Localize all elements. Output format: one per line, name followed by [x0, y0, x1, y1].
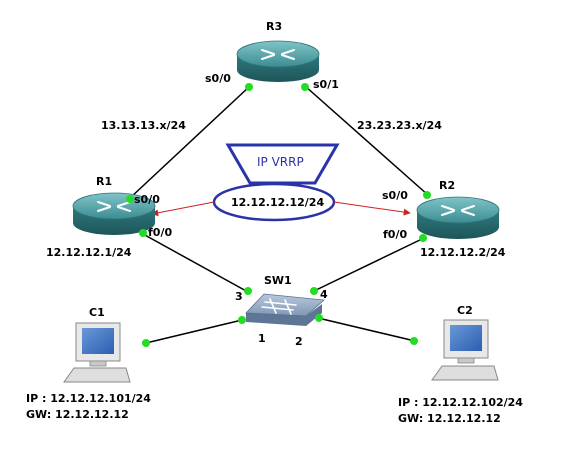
host-c2-name: C2 [457, 304, 473, 317]
port-dot-c1 [142, 339, 150, 347]
router-r2-port-fast: f0/0 [383, 228, 407, 241]
router-r1-ip: 12.12.12.1/24 [46, 246, 132, 259]
port-dot-c2 [410, 337, 418, 345]
host-c1-gw: GW: 12.12.12.12 [26, 408, 129, 421]
link-r1-sw1 [142, 233, 249, 293]
monitor-screen-icon [450, 325, 482, 351]
links [129, 85, 429, 344]
switch-port-4: 4 [320, 288, 328, 301]
port-dots [126, 83, 431, 347]
router-r1-name: R1 [96, 175, 112, 188]
port-dot-r3-s01 [301, 83, 309, 91]
router-r1-port-serial: s0/0 [134, 193, 160, 206]
port-dot-sw1-4 [310, 287, 318, 295]
switch-arrows-icon [261, 298, 297, 315]
router-r1[interactable] [72, 192, 156, 235]
switch-sw1[interactable] [245, 293, 325, 326]
link-c2-sw1 [317, 317, 416, 342]
arrow-to-r1 [151, 201, 215, 217]
router-arrows-icon [261, 49, 295, 60]
arrow-to-r2 [333, 201, 411, 216]
port-dot-r1-f00 [139, 229, 147, 237]
link-r2-sw1 [313, 237, 425, 292]
router-r3-port-right: s0/1 [313, 78, 339, 91]
port-dot-r2-s00 [423, 191, 431, 199]
link-c1-sw1 [145, 319, 243, 344]
vrrp-trapezoid [225, 143, 340, 185]
link-r1-r3-subnet: 13.13.13.x/24 [101, 119, 186, 132]
router-r1-port-fast: f0/0 [148, 226, 172, 239]
router-r2[interactable] [416, 196, 500, 239]
host-c2-gw: GW: 12.12.12.12 [398, 412, 501, 425]
port-dot-sw1-3 [244, 287, 252, 295]
pc-c2[interactable] [431, 319, 499, 381]
switch-port-1: 1 [258, 332, 266, 345]
host-c1-ip: IP : 12.12.12.101/24 [26, 392, 151, 405]
link-r2-r3-subnet: 23.23.23.x/24 [357, 119, 442, 132]
router-arrows-icon [441, 205, 475, 216]
pc-c1[interactable] [63, 322, 131, 383]
switch-sw1-name: SW1 [264, 274, 292, 287]
switch-port-3: 3 [235, 290, 243, 303]
monitor-screen-icon [82, 328, 114, 354]
router-r2-ip: 12.12.12.2/24 [420, 246, 506, 259]
port-dot-r3-s00 [245, 83, 253, 91]
router-r2-name: R2 [439, 179, 455, 192]
router-r3[interactable] [236, 40, 320, 82]
link-r2-r3 [304, 85, 429, 196]
link-r1-r3 [129, 85, 251, 199]
router-arrows-icon [97, 201, 131, 212]
router-r3-port-left: s0/0 [205, 72, 231, 85]
port-dot-r1-s00 [126, 195, 134, 203]
switch-port-2: 2 [295, 335, 303, 348]
router-r3-name: R3 [266, 20, 282, 33]
router-r2-port-serial: s0/0 [382, 189, 408, 202]
port-dot-sw1-1 [238, 316, 246, 324]
vrrp-virtual-ip: 12.12.12.12/24 [231, 196, 324, 209]
vrrp-label: IP VRRP [257, 155, 304, 169]
port-dot-r2-f00 [419, 234, 427, 242]
host-c2-ip: IP : 12.12.12.102/24 [398, 396, 523, 409]
host-c1-name: C1 [89, 306, 105, 319]
port-dot-sw1-2 [315, 314, 323, 322]
